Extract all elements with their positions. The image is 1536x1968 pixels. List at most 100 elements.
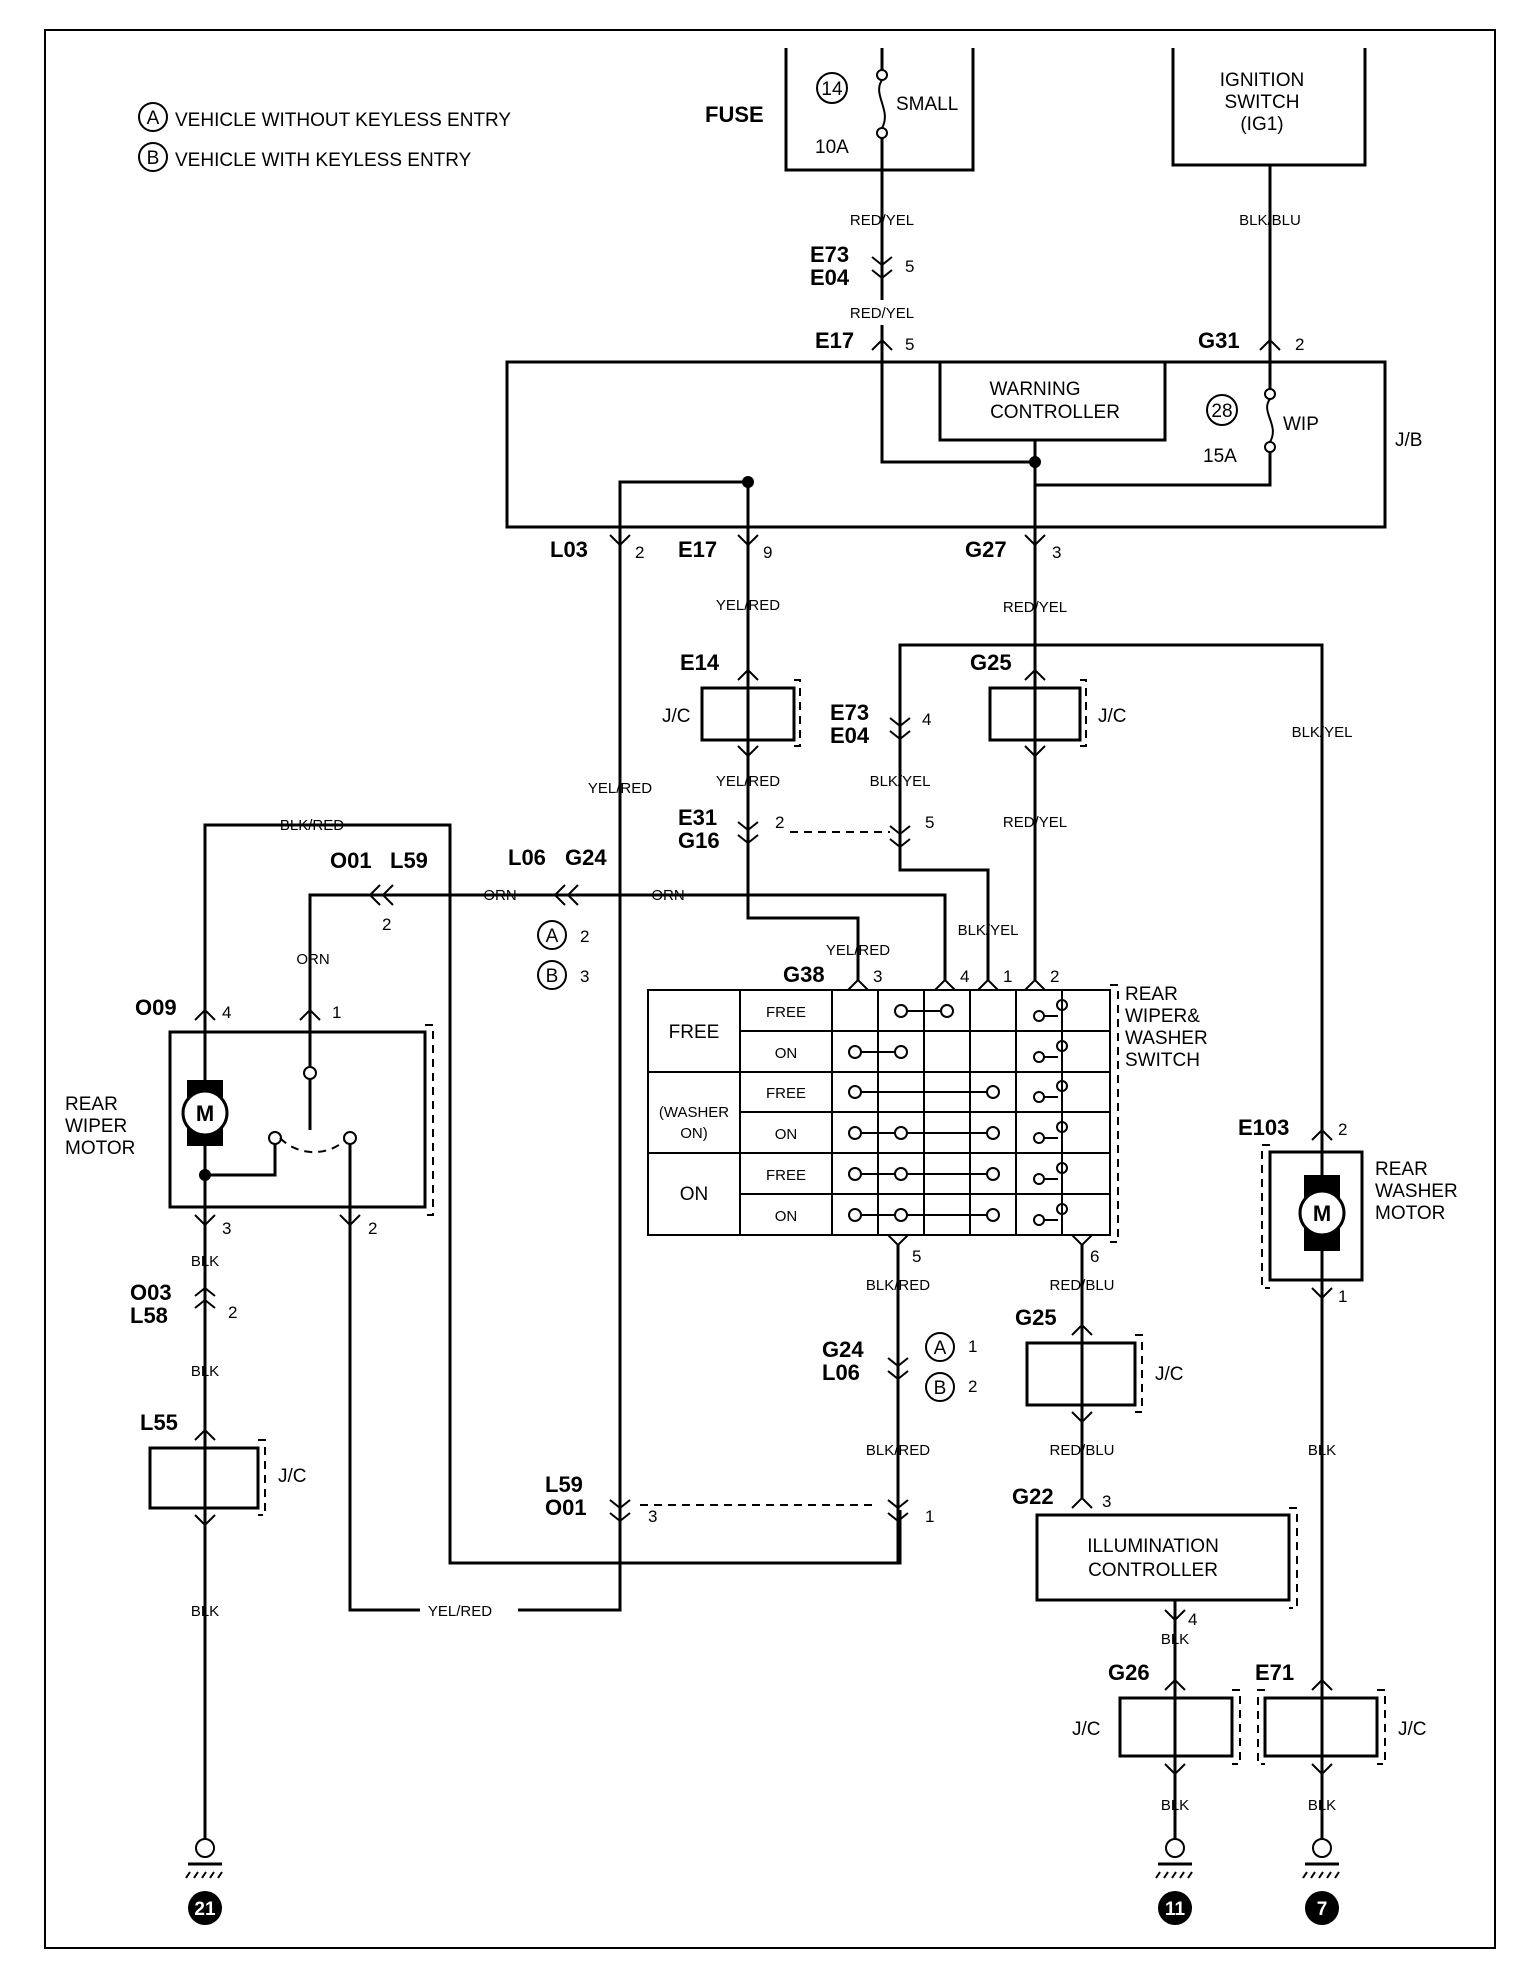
fuse-rating: 10A bbox=[815, 137, 849, 158]
pin-label: 4 bbox=[1188, 1610, 1197, 1629]
pin-label: 3 bbox=[648, 1507, 657, 1526]
connector-e14: E14 bbox=[680, 650, 720, 675]
switch-line3: WASHER bbox=[1125, 1028, 1208, 1049]
ground-7: 7 bbox=[1302, 1838, 1340, 1925]
pin-label: 1 bbox=[332, 1003, 341, 1022]
wire-label: BLK bbox=[1161, 1631, 1189, 1648]
pin-label: 2 bbox=[368, 1219, 377, 1238]
wire-label: BLK bbox=[1308, 1797, 1336, 1814]
connector-e04-b: E04 bbox=[830, 723, 870, 748]
connector-o01-b: O01 bbox=[545, 1495, 587, 1520]
legend-b-mark: B bbox=[147, 148, 160, 169]
wire-label: BLK bbox=[1161, 1797, 1189, 1814]
illumination-line1: ILLUMINATION bbox=[1087, 1536, 1219, 1557]
switch-row: FREE bbox=[766, 1004, 806, 1021]
rear-washer-motor: E103 2 M 1 REAR WASHER MOTOR bbox=[1238, 1115, 1458, 1306]
jc-label: J/C bbox=[278, 1466, 307, 1487]
pin-label: 2 bbox=[382, 915, 391, 934]
connector-l58: L58 bbox=[130, 1303, 168, 1328]
legend-a-text: VEHICLE WITHOUT KEYLESS ENTRY bbox=[175, 110, 511, 131]
connector-l59: L59 bbox=[390, 848, 428, 873]
pin-label: 2 bbox=[775, 813, 784, 832]
jb-fuse-rating: 15A bbox=[1203, 446, 1237, 467]
wire-label: BLK bbox=[191, 1253, 219, 1270]
pin-label: 3 bbox=[222, 1219, 231, 1238]
warning-controller bbox=[938, 360, 1167, 442]
wiper-motor-line1: REAR bbox=[65, 1094, 118, 1115]
connector-e73: E73 bbox=[810, 242, 849, 267]
pin-label: 2 bbox=[1338, 1120, 1347, 1139]
connector-l06-b: L06 bbox=[822, 1360, 860, 1385]
connector-g24-b: G24 bbox=[822, 1337, 864, 1362]
legend-a-mark: A bbox=[147, 108, 160, 129]
washer-motor-line2: WASHER bbox=[1375, 1181, 1458, 1202]
variant-a-mark: A bbox=[546, 926, 559, 947]
connector-g24: G24 bbox=[565, 845, 607, 870]
variant-a-mark: A bbox=[934, 1338, 947, 1359]
pin-label: 3 bbox=[1102, 1492, 1111, 1511]
connector-g25-b: G25 bbox=[1015, 1305, 1057, 1330]
fuse-number: 14 bbox=[821, 79, 843, 100]
ground-11: 11 bbox=[1155, 1838, 1193, 1925]
wire-label: BLK bbox=[1308, 1442, 1336, 1459]
connector-g27: G27 bbox=[965, 537, 1007, 562]
switch-row: FREE bbox=[766, 1085, 806, 1102]
connector-e103: E103 bbox=[1238, 1115, 1289, 1140]
wire-label: RED/YEL bbox=[1003, 599, 1067, 616]
connector-g38: G38 bbox=[783, 962, 825, 987]
pin-label: 5 bbox=[912, 1247, 921, 1266]
pin-label: 4 bbox=[922, 710, 931, 729]
pin-label: 2 bbox=[580, 927, 589, 946]
ignition-line2: SWITCH bbox=[1225, 92, 1300, 113]
pin-label: 2 bbox=[1050, 967, 1059, 986]
connector-e71: E71 bbox=[1255, 1660, 1294, 1685]
fuse-label: FUSE bbox=[705, 102, 764, 127]
wire-label: BLK bbox=[191, 1603, 219, 1620]
pin-label: 3 bbox=[873, 967, 882, 986]
connector-l03: L03 bbox=[550, 537, 588, 562]
pin-label: 1 bbox=[1338, 1287, 1347, 1306]
connector-g31: G31 bbox=[1198, 328, 1240, 353]
switch-line1: REAR bbox=[1125, 984, 1178, 1005]
ground-number: 21 bbox=[194, 1899, 216, 1920]
switch-group-washer: (WASHER bbox=[659, 1104, 729, 1121]
jc-label: J/C bbox=[1155, 1364, 1184, 1385]
connector-e17-b: E17 bbox=[678, 537, 717, 562]
switch-line2: WIPER& bbox=[1125, 1006, 1200, 1027]
wire-label: RED/YEL bbox=[850, 305, 914, 322]
ground-number: 7 bbox=[1317, 1899, 1328, 1920]
wire-label: BLK bbox=[191, 1363, 219, 1380]
ignition-line3: (IG1) bbox=[1240, 114, 1283, 135]
wire-label: RED/BLU bbox=[1049, 1442, 1114, 1459]
wire-label: RED/YEL bbox=[1003, 814, 1067, 831]
pin-label: 4 bbox=[222, 1003, 231, 1022]
switch-row: ON bbox=[775, 1045, 798, 1062]
wire-label: YEL/RED bbox=[428, 1603, 492, 1620]
wiper-motor-line2: WIPER bbox=[65, 1116, 127, 1137]
switch-row: ON bbox=[775, 1126, 798, 1143]
connector-e17: E17 bbox=[815, 328, 854, 353]
fuse-name: SMALL bbox=[896, 94, 958, 115]
wire-label: BLK/YEL bbox=[958, 922, 1019, 939]
jb-label: J/B bbox=[1395, 430, 1422, 451]
wire-label: ORN bbox=[296, 951, 329, 968]
wire-label: ORN bbox=[651, 887, 684, 904]
pin-label: 4 bbox=[960, 967, 969, 986]
wire-label: BLK/RED bbox=[866, 1442, 930, 1459]
pin-label: 1 bbox=[968, 1337, 977, 1356]
connector-g25: G25 bbox=[970, 650, 1012, 675]
washer-motor-line3: MOTOR bbox=[1375, 1203, 1445, 1224]
wire-label: BLK/RED bbox=[280, 817, 344, 834]
connector-e04: E04 bbox=[810, 265, 850, 290]
connector-o09: O09 bbox=[135, 995, 177, 1020]
jb-fuse-name: WIP bbox=[1283, 414, 1319, 435]
connector-e31: E31 bbox=[678, 805, 717, 830]
switch-group-free: FREE bbox=[669, 1022, 720, 1043]
wire-label: RED/BLU bbox=[1049, 1277, 1114, 1294]
legend: A VEHICLE WITHOUT KEYLESS ENTRY B VEHICL… bbox=[138, 102, 511, 172]
pin-label: 5 bbox=[905, 335, 914, 354]
jc-label: J/C bbox=[1398, 1719, 1427, 1740]
rear-wiper-washer-switch: G38 3 4 1 2 FREE (WASHER ON) ON FREE ON … bbox=[647, 962, 1208, 1266]
rear-wiper-motor: O09 4 1 REAR WIPER MOTOR M 3 2 bbox=[65, 995, 434, 1238]
